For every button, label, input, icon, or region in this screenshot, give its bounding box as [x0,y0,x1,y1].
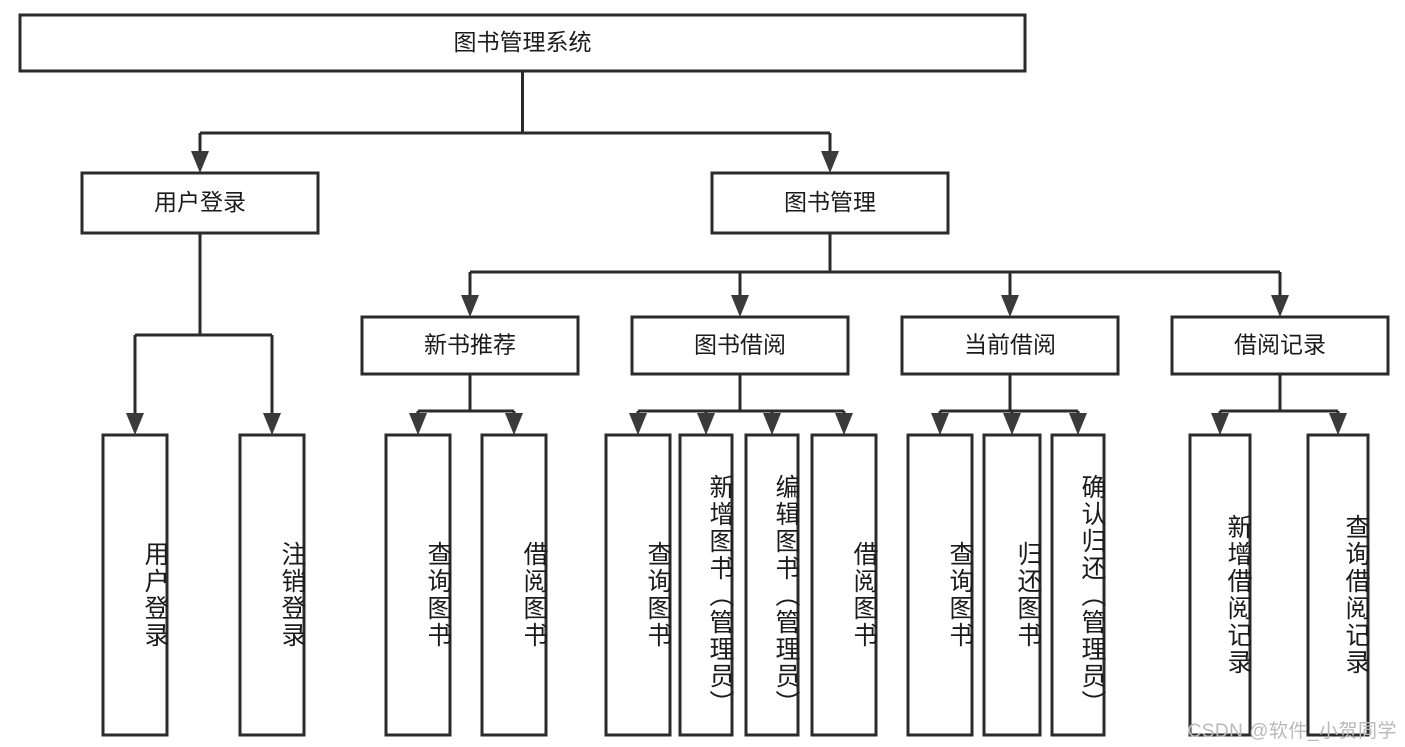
arrow-head-icon [1003,413,1021,435]
node-leaf-query-book-1-box[interactable] [384,433,452,737]
arrow-head-icon [1329,413,1347,435]
node-leaf-query-record-box[interactable] [1306,433,1370,737]
watermark-text: CSDN @软件_小贺同学 [1187,721,1397,742]
node-leaf-add-book-box[interactable] [678,433,734,737]
node-user-login-box[interactable] [80,171,320,235]
node-book-manage-label: 图书管理 [784,189,876,215]
node-leaf-query-book-2[interactable] [604,433,672,737]
node-leaf-logout-box[interactable] [238,433,306,737]
node-book-manage[interactable]: 图书管理 [710,171,950,235]
node-leaf-edit-book[interactable] [744,433,800,737]
node-leaf-confirm-return-box[interactable] [1050,433,1106,737]
arrow-head-icon [1069,413,1087,435]
arrow-head-icon [821,151,839,173]
arrow-head-icon [1001,295,1019,317]
arrow-head-icon [931,413,949,435]
node-book-borrow[interactable]: 图书借阅 [630,315,850,376]
node-leaf-user-login[interactable] [101,433,169,737]
node-book-borrow-label: 图书借阅 [694,332,786,358]
node-leaf-logout[interactable] [238,433,306,737]
node-borrow-record[interactable]: 借阅记录 [1170,315,1390,376]
node-leaf-borrow-book-2[interactable] [810,433,878,737]
node-new-book-rec-label: 新书推荐 [424,332,516,358]
connectors-layer [126,71,1347,435]
arrow-head-icon [409,413,427,435]
node-new-book-rec-box[interactable] [360,315,580,376]
arrow-head-icon [1211,413,1229,435]
node-user-login-label: 用户登录 [154,189,246,215]
node-leaf-edit-book-box[interactable] [744,433,800,737]
node-title[interactable]: 图书管理系统 [18,13,1027,73]
node-current-borrow-box[interactable] [900,315,1120,376]
node-leaf-add-record[interactable] [1188,433,1252,737]
node-new-book-rec[interactable]: 新书推荐 [360,315,580,376]
arrow-head-icon [731,295,749,317]
arrow-head-icon [629,413,647,435]
node-leaf-borrow-book-2-box[interactable] [810,433,878,737]
arrow-head-icon [697,413,715,435]
arrow-head-icon [461,295,479,317]
arrow-head-icon [763,413,781,435]
node-current-borrow-label: 当前借阅 [964,332,1056,358]
node-leaf-query-book-3-box[interactable] [906,433,974,737]
arrow-head-icon [835,413,853,435]
arrow-head-icon [191,151,209,173]
node-leaf-add-book[interactable] [678,433,734,737]
node-borrow-record-box[interactable] [1170,315,1390,376]
arrow-head-icon [126,413,144,435]
node-leaf-borrow-book-1-box[interactable] [480,433,548,737]
node-leaf-return-book[interactable] [982,433,1042,737]
node-borrow-record-label: 借阅记录 [1234,332,1326,358]
node-leaf-return-book-box[interactable] [982,433,1042,737]
node-leaf-confirm-return[interactable] [1050,433,1106,737]
arrow-head-icon [263,413,281,435]
node-leaf-user-login-box[interactable] [101,433,169,737]
node-leaf-add-record-box[interactable] [1188,433,1252,737]
node-book-manage-box[interactable] [710,171,950,235]
node-leaf-query-book-3[interactable] [906,433,974,737]
arrow-head-icon [505,413,523,435]
node-leaf-borrow-book-1[interactable] [480,433,548,737]
node-leaf-query-record[interactable] [1306,433,1370,737]
node-title-label: 图书管理系统 [454,29,592,55]
node-title-box[interactable] [18,13,1027,73]
node-leaf-query-book-1[interactable] [384,433,452,737]
node-leaf-query-book-2-box[interactable] [604,433,672,737]
node-book-borrow-box[interactable] [630,315,850,376]
arrow-head-icon [1271,295,1289,317]
node-current-borrow[interactable]: 当前借阅 [900,315,1120,376]
node-user-login[interactable]: 用户登录 [80,171,320,235]
